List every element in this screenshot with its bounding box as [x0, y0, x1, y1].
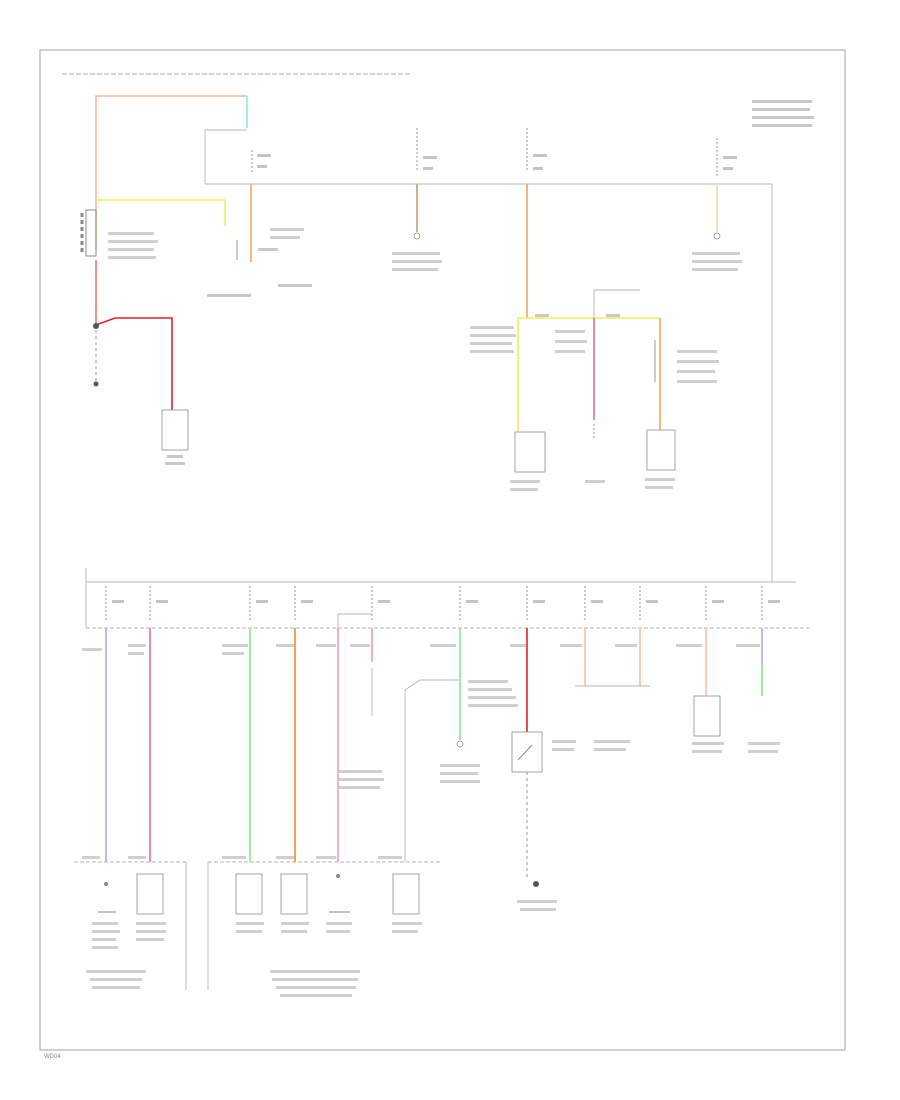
fuse-upper-1	[251, 150, 271, 172]
battery-junction-dot	[93, 323, 99, 329]
diagram-frame	[39, 49, 846, 1051]
relay-cluster	[470, 184, 719, 491]
battery-generator-circuit	[80, 95, 312, 465]
lower-components	[98, 695, 721, 915]
starter-relay-box	[161, 409, 189, 451]
center-relay-ground	[511, 731, 576, 911]
fuse-upper-2	[416, 128, 437, 172]
upper-fuse-box-label	[752, 100, 814, 127]
lower-fuse-box	[85, 568, 810, 629]
lower-fuses	[105, 586, 763, 622]
upper-fuse-box	[204, 100, 814, 570]
fusible-link-block	[85, 209, 97, 257]
lower-ghost-labels	[82, 644, 780, 997]
fuse-upper-3	[526, 128, 547, 172]
footer-code: WD04	[44, 1054, 61, 1060]
fuse-upper-4	[716, 138, 737, 176]
